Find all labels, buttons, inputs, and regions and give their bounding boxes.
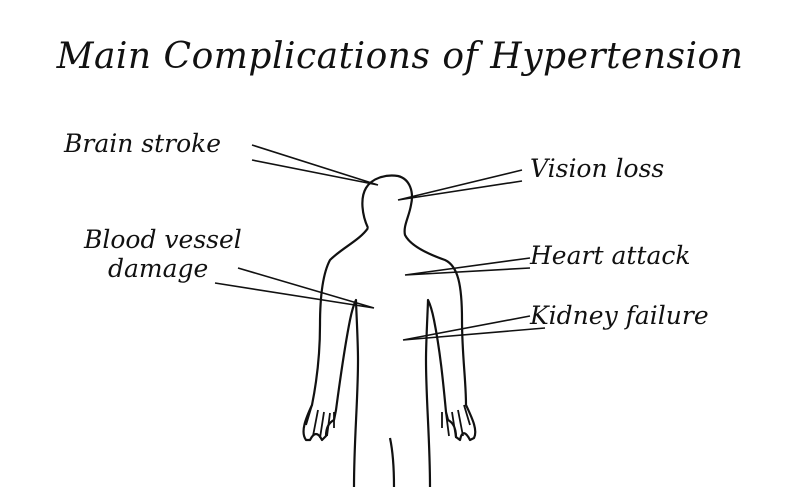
brain-stroke-pointer — [251, 144, 379, 186]
kidney-failure-label: Kidney failure — [530, 301, 709, 330]
heart-attack-label: Heart attack — [530, 241, 691, 270]
blood-vessel-label-line2: damage — [108, 254, 209, 283]
vision-loss-pointer — [397, 169, 523, 201]
diagram-title: Main Complications of Hypertension — [56, 36, 744, 77]
kidney-failure-pointer — [402, 315, 546, 341]
human-silhouette — [302, 174, 477, 487]
brain-stroke-label: Brain stroke — [64, 129, 222, 158]
vision-loss-label: Vision loss — [530, 154, 665, 183]
left-hand-fingers — [305, 404, 335, 439]
blood-vessel-label-line1: Blood vessel — [84, 225, 242, 254]
heart-attack-pointer — [404, 257, 531, 276]
blood-vessel-pointer — [214, 267, 375, 309]
right-hand-fingers — [441, 404, 471, 439]
